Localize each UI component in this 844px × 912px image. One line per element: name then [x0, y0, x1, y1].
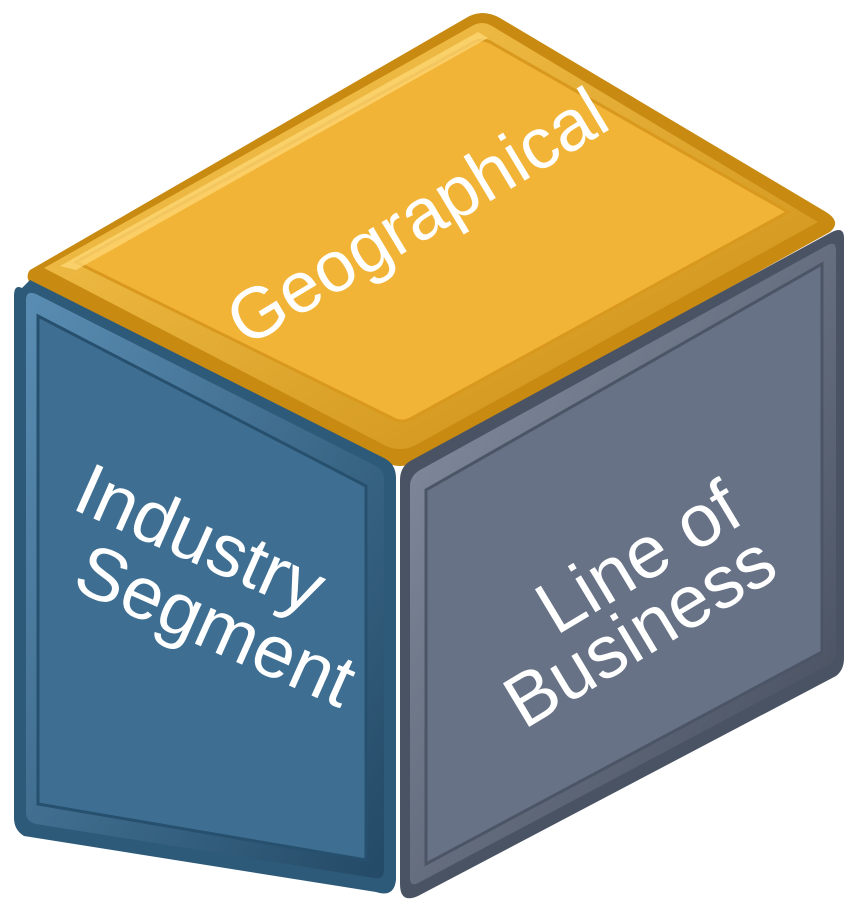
left-face: Industry Segment [14, 280, 396, 894]
top-face-highlight [60, 32, 488, 270]
right-face-panel [424, 261, 824, 867]
left-face-panel [36, 313, 368, 862]
right-face: Line of Business [400, 230, 844, 899]
